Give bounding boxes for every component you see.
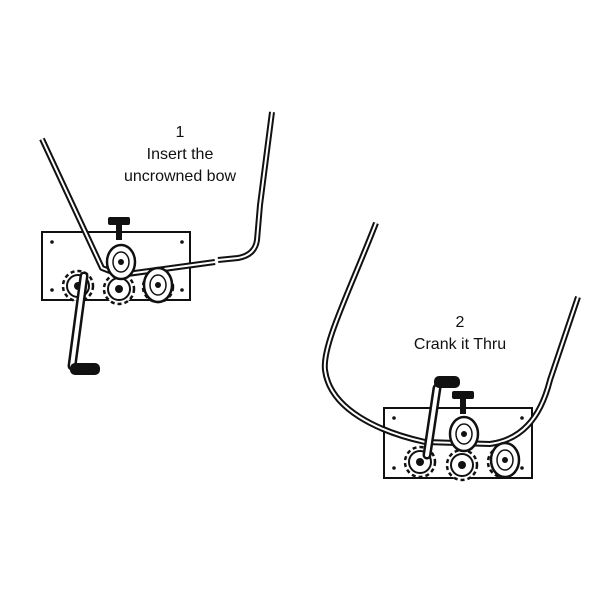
step2-bender <box>321 221 581 482</box>
step2-adjust-knob <box>452 391 474 414</box>
step1-bottom-roller <box>142 266 174 304</box>
step1-crank-handle <box>67 271 100 375</box>
step1-caption: 1 Insert the uncrowned bow <box>100 122 260 188</box>
step1-line2: uncrowned bow <box>123 168 237 185</box>
step2-bottom-roller <box>489 441 521 479</box>
step2-crank-handle <box>422 376 460 460</box>
step1-top-roller <box>105 243 137 281</box>
step2-caption: 2 Crank it Thru <box>390 312 530 356</box>
step1-number: 1 <box>175 124 185 141</box>
step1-line1: Insert the <box>146 146 214 163</box>
step2-center-gear <box>445 448 479 482</box>
step2-number: 2 <box>455 314 465 331</box>
step2-line1: Crank it Thru <box>413 336 507 353</box>
step1-adjust-knob <box>108 217 130 240</box>
step1-bender <box>39 111 275 375</box>
step2-top-roller <box>448 415 480 453</box>
